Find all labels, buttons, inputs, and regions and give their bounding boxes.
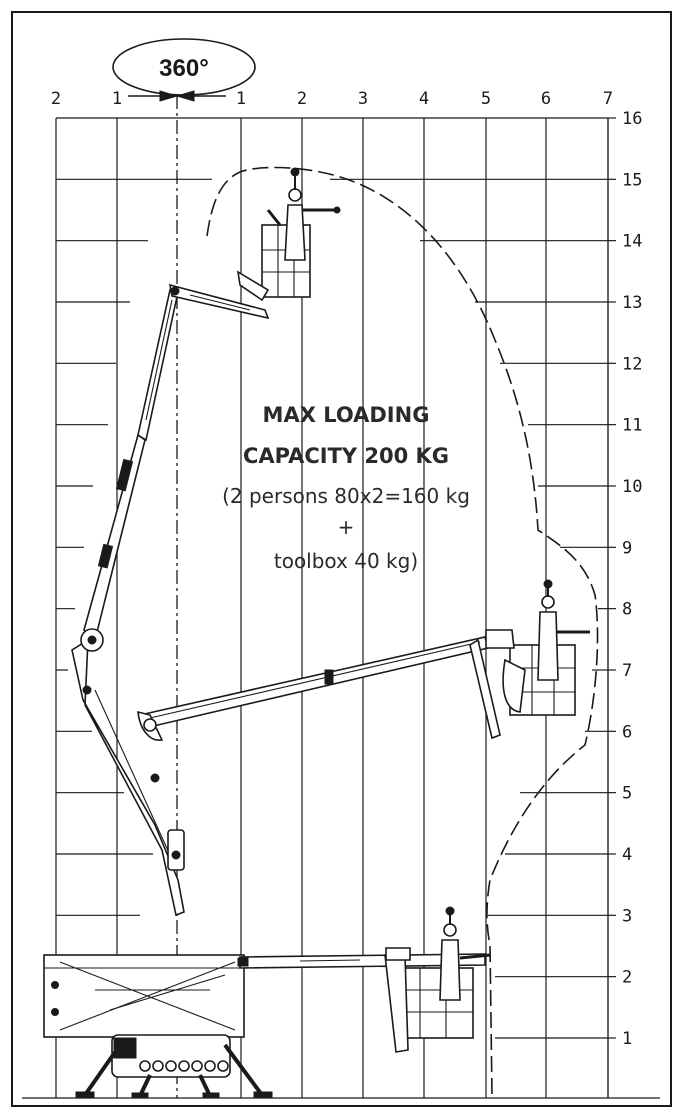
vertical-gridlines [55,118,609,1098]
y-tick-label: 14 [622,232,642,252]
y-tick-label: 12 [622,354,642,374]
x-tick-label: 4 [419,89,429,109]
capacity-line-4: + [338,515,355,539]
x-tick-label: 2 [51,89,61,109]
boom-upper-raised [137,283,270,442]
y-tick-label: 3 [622,906,632,926]
rotation-arrow-left [159,90,179,102]
y-tick-label: 9 [622,538,632,558]
x-tick-label: 1 [112,89,122,109]
capacity-line-2: CAPACITY 200 KG [243,444,449,468]
y-tick-label: 5 [622,784,632,804]
y-tick-label: 16 [622,109,642,129]
y-tick-label: 6 [622,722,632,742]
y-tick-label: 2 [622,968,632,988]
machine-base [43,954,273,1099]
rotation-label: 360° [159,55,209,82]
y-tick-label: 1 [622,1029,632,1049]
y-tick-label: 13 [622,293,642,313]
basket-top [236,167,341,302]
horizontal-gridlines [22,117,660,1099]
x-tick-label: 5 [481,89,491,109]
x-tick-label: 2 [297,89,307,109]
capacity-line-5: toolbox 40 kg) [274,549,418,573]
capacity-note: MAX LOADING CAPACITY 200 KG (2 persons 8… [222,403,470,573]
x-tick-label: 1 [236,89,246,109]
y-tick-label: 10 [622,477,642,497]
x-tick-label: 7 [603,89,613,109]
x-tick-label: 6 [541,89,551,109]
outer-frame [11,11,672,1107]
boom-riser [71,433,185,917]
capacity-line-3: (2 persons 80x2=160 kg [222,484,470,508]
y-tick-label: 11 [622,416,642,436]
rotation-arrow-right [175,90,195,102]
boom-mid-extended [137,636,501,741]
basket-mid [485,579,590,716]
y-tick-label: 4 [622,845,632,865]
capacity-line-1: MAX LOADING [263,403,430,427]
x-axis-tick-labels: 2 1 1 2 3 4 5 6 7 [51,89,613,109]
rotation-badge: 360° [112,38,256,102]
x-tick-label: 3 [358,89,368,109]
y-tick-label: 8 [622,600,632,620]
basket-low [384,906,491,1053]
y-tick-label: 7 [622,661,632,681]
y-tick-label: 15 [622,170,642,190]
